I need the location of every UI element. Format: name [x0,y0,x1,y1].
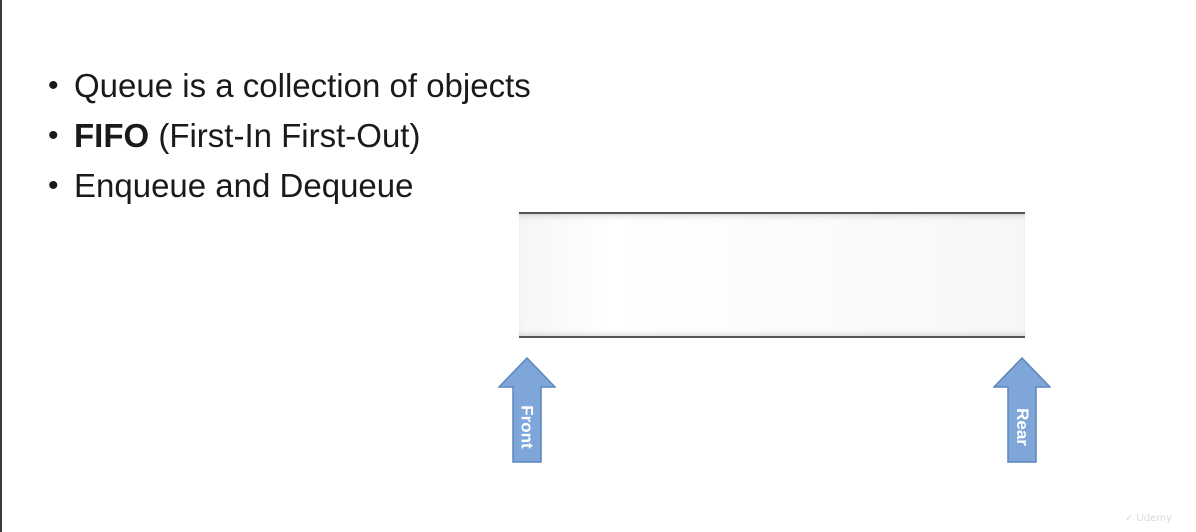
up-arrow-icon [498,357,556,463]
up-arrow-icon [993,357,1051,463]
bullet-text: (First-In First-Out) [149,117,421,154]
bullet-text: Queue is a collection of objects [74,67,531,104]
bullet-text: Enqueue and Dequeue [74,167,414,204]
udemy-watermark: ✓ Udemy [1125,513,1172,524]
udemy-logo-icon: ✓ [1124,513,1134,524]
bullet-item: • FIFO (First-In First-Out) [48,112,531,162]
queue-box [519,212,1025,338]
bullet-item: • Enqueue and Dequeue [48,162,531,212]
rear-arrow: Rear [993,357,1051,463]
bullet-item: • Queue is a collection of objects [48,62,531,112]
bullet-dot: • [48,119,59,152]
front-label: Front [518,405,537,449]
front-arrow: Front [498,357,556,463]
bullet-dot: • [48,69,59,102]
bullet-bold-text: FIFO [74,117,150,154]
bullet-list: • Queue is a collection of objects • FIF… [48,62,531,212]
rear-label: Rear [1013,408,1032,446]
watermark-text: Udemy [1136,513,1172,524]
bullet-dot: • [48,169,59,202]
